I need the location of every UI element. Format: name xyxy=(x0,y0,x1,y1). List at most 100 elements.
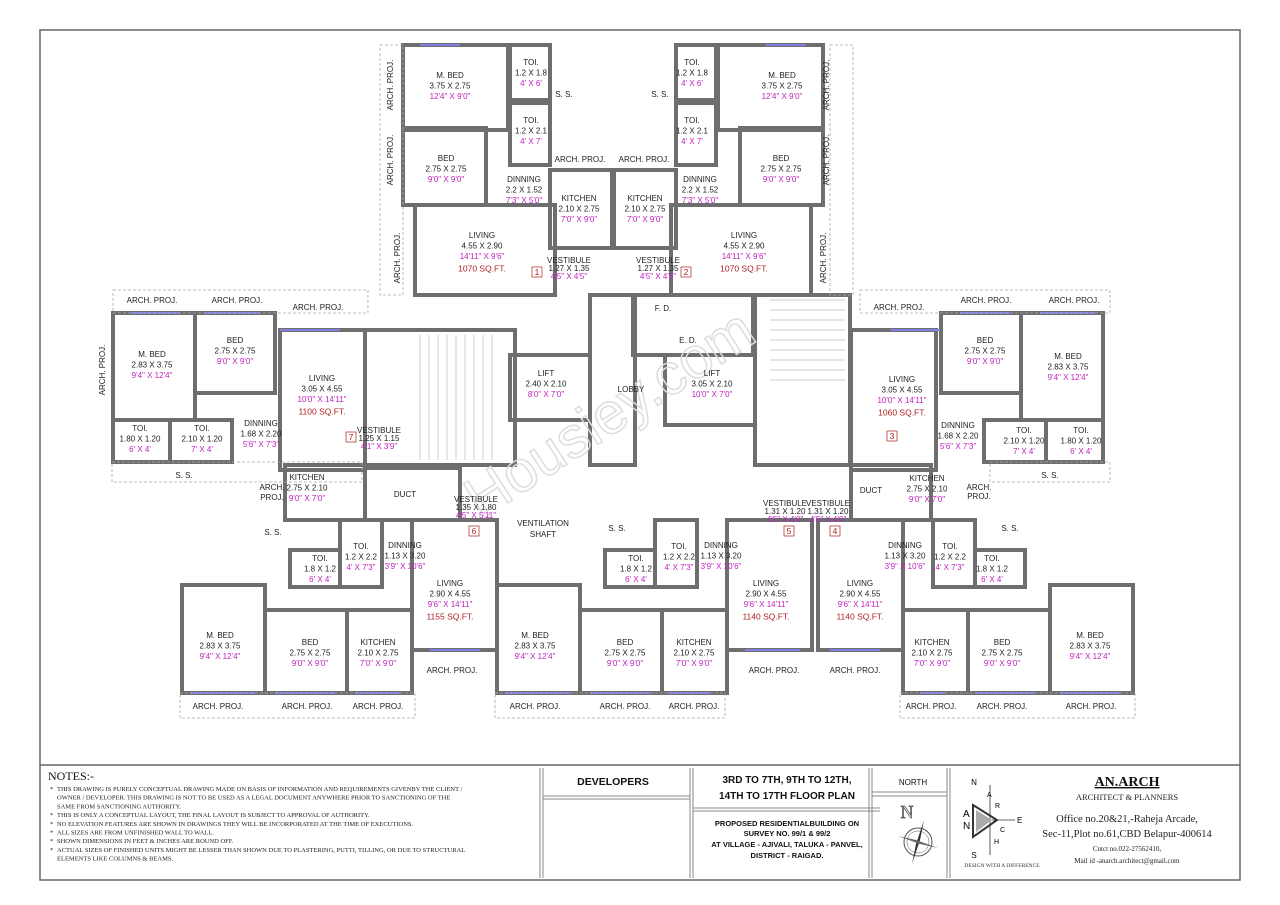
unit-area: 1155 SQ.FT. xyxy=(426,612,473,622)
room-name: M. BED xyxy=(138,350,166,359)
developers-panel: DEVELOPERS xyxy=(543,768,694,878)
plan-annotation: ARCH. PROJ. xyxy=(386,60,395,111)
room-dimensions-m: 1.2 X 1.8 xyxy=(676,69,709,78)
staircase xyxy=(419,299,845,460)
room-dimensions-m: 1.68 X 2.20 xyxy=(241,430,282,439)
arch-projection-outline xyxy=(989,461,1111,483)
room-name: KITCHEN xyxy=(360,638,395,647)
room-name: M. BED xyxy=(1054,352,1082,361)
room-name: LIVING xyxy=(753,579,779,588)
room-name: DINNING xyxy=(941,421,975,430)
room-dimensions-m: 4.55 X 2.90 xyxy=(724,242,765,251)
room-name: TOI. xyxy=(628,554,643,563)
project-line-2: SURVEY NO. 99/1 & 99/2 xyxy=(744,829,831,838)
room-name: DINNING xyxy=(244,419,278,428)
room-dimensions-m: 1.8 X 1.2 xyxy=(620,565,653,574)
room-dimensions-m: 1.25 X 1.15 xyxy=(359,434,400,443)
room-dimensions-ft: 3'9" X 10'6" xyxy=(885,562,926,571)
room-label: TOI.1.8 X 1.26' X 4' xyxy=(620,554,653,584)
plan-annotation: SHAFT xyxy=(530,530,556,539)
room-name: LIFT xyxy=(538,369,555,378)
arch-projection-outline xyxy=(899,692,1136,719)
room-dimensions-ft: 9'4" X 12'4" xyxy=(515,652,556,661)
room-label: TOI.2.10 X 1.207' X 4' xyxy=(1004,426,1045,456)
room-dimensions-ft: 4'5" X 4'5" xyxy=(640,272,676,281)
plan-annotation: ARCH. xyxy=(260,483,285,492)
room-dimensions-m: 2.83 X 3.75 xyxy=(132,361,173,370)
logo-letter: S xyxy=(971,851,976,860)
room-dimensions-ft: 7'0" X 9'0" xyxy=(914,659,950,668)
room-label: TOI.1.2 X 2.24' X 7'3" xyxy=(934,542,967,572)
logo-letter: A xyxy=(963,809,970,820)
room-dimensions-m: 2.10 X 1.20 xyxy=(1004,437,1045,446)
room-dimensions-ft: 6' X 4' xyxy=(981,575,1003,584)
room-name: KITCHEN xyxy=(627,194,662,203)
logo-letter: C xyxy=(1000,827,1005,834)
room-name: DINNING xyxy=(388,541,422,550)
room-dimensions-ft: 4'5" X 4'0" xyxy=(810,515,846,524)
room-dimensions-m: 1.13 X 3.20 xyxy=(701,552,742,561)
unit-area: 1100 SQ.FT. xyxy=(298,407,345,417)
room-name: TOI. xyxy=(353,542,368,551)
room-dimensions-ft: 9'0" X 7'0" xyxy=(909,495,945,504)
room-name: VESTIBULE xyxy=(806,499,850,508)
project-line-4: DISTRICT - RAIGAD. xyxy=(751,851,824,860)
plan-annotation: ARCH. PROJ. xyxy=(386,135,395,186)
annotations: ARCH. PROJ. ARCH. PROJ. ARCH. PROJ. ARCH. P… xyxy=(98,60,1116,711)
note-bullet: * xyxy=(50,830,53,837)
unit-number-box xyxy=(468,525,480,537)
room-dimensions-ft: 7' X 4' xyxy=(1013,447,1035,456)
room-dimensions-ft: 4' X 7'3" xyxy=(346,563,375,572)
room-dimensions-m: 2.75 X 2.10 xyxy=(907,485,948,494)
room-label: M. BED 2.83 X 3.759'4" X 12'4" xyxy=(132,350,173,380)
room-name: TOI. xyxy=(984,554,999,563)
unit-number-box xyxy=(886,430,898,442)
unit-number-box xyxy=(829,525,841,537)
compass-rose-icon xyxy=(898,820,938,864)
room-dimensions-ft: 5'6" X 7'3" xyxy=(940,442,976,451)
room-dimensions-ft: 12'4" X 9'0" xyxy=(430,92,471,101)
room-dimensions-ft: 9'6" X 14'11" xyxy=(744,600,789,609)
room-dimensions-ft: 9'0" X 9'0" xyxy=(607,659,643,668)
contact-number: Cntct no.022-27562410, xyxy=(1093,845,1161,853)
unit-area: 1070 SQ.FT. xyxy=(458,264,506,274)
room-name: VESTIBULE xyxy=(763,499,807,508)
wall xyxy=(508,101,552,167)
room-dimensions-ft: 4' X 6' xyxy=(520,79,542,88)
plan-annotation: LOBBY xyxy=(618,385,645,394)
room-name: KITCHEN xyxy=(676,638,711,647)
room-dimensions-ft: 9'4" X 12'4" xyxy=(132,371,173,380)
room-dimensions-m: 2.83 X 3.75 xyxy=(200,642,241,651)
plan-annotation: F. D. xyxy=(655,304,671,313)
note-bullet: * xyxy=(50,812,53,819)
room-dimensions-ft: 7'0" X 9'0" xyxy=(561,215,597,224)
room-name: DINNING xyxy=(704,541,738,550)
unit-number-box xyxy=(531,266,543,278)
room-dimensions-ft: 14'11" X 9'6" xyxy=(722,252,767,261)
room-dimensions-m: 3.75 X 2.75 xyxy=(762,82,803,91)
room-dimensions-m: 1.68 X 2.20 xyxy=(938,432,979,441)
room-dimensions-ft: 6' X 4' xyxy=(309,575,331,584)
plan-annotation: PROJ. xyxy=(967,492,991,501)
room-name: LIVING xyxy=(469,231,495,240)
firm-details: AN.ARCH ARCHITECT & PLANNERS Office no.2… xyxy=(1042,775,1212,865)
north-label: NORTH xyxy=(899,778,928,787)
note-bullet: * xyxy=(50,821,53,828)
room-name: KITCHEN xyxy=(561,194,596,203)
plan-annotation: ARCH. PROJ. xyxy=(669,702,720,711)
room-dimensions-m: 3.05 X 2.10 xyxy=(692,380,733,389)
note-line: THIS DRAWING IS PURELY CONCEPTUAL DRAWIN… xyxy=(57,786,463,793)
